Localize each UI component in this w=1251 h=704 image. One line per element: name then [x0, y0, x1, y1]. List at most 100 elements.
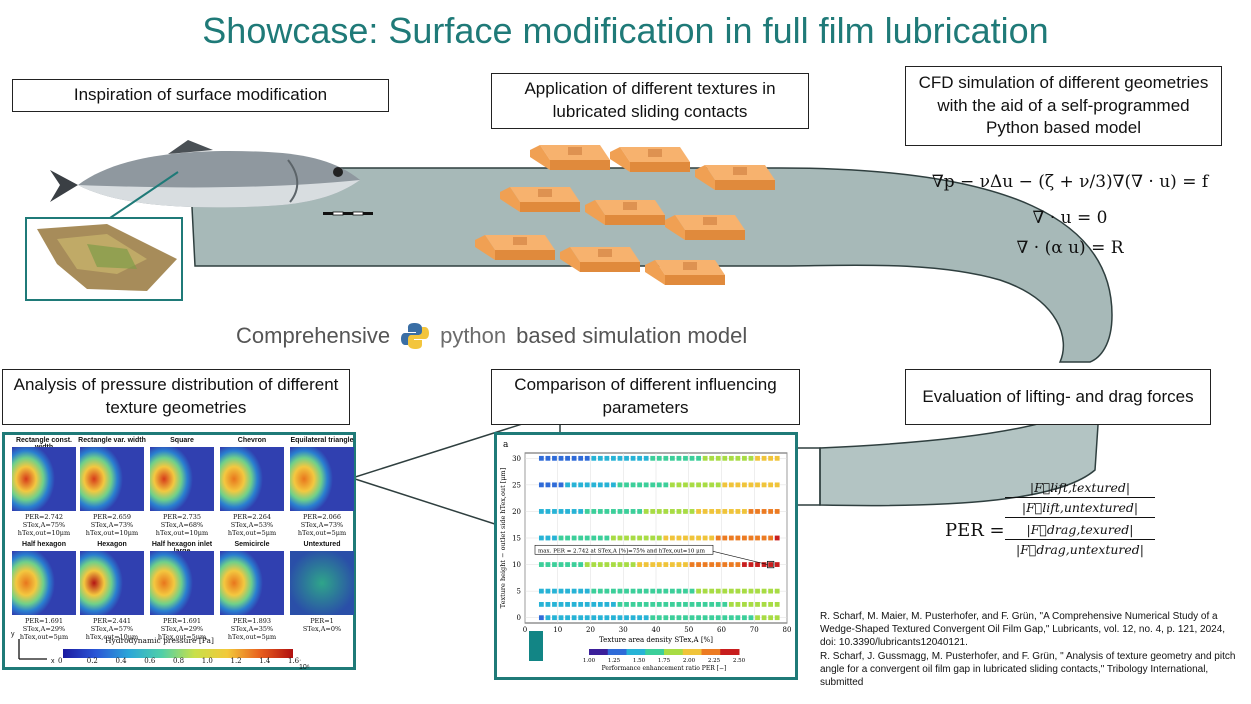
scatter-point — [755, 455, 760, 461]
scatter-point — [565, 602, 570, 607]
scatter-point — [637, 535, 643, 541]
scatter-point — [683, 588, 688, 594]
scatter-point — [715, 562, 721, 567]
scatter-point — [735, 562, 741, 567]
scatter-point — [538, 455, 544, 461]
texture-block — [500, 187, 580, 212]
heatmap-caption-line: PER=2.742 — [24, 513, 64, 521]
comparison-box: Comparison of different influencing para… — [491, 369, 800, 425]
per-colorbar-segment — [701, 649, 721, 655]
scatter-point — [669, 455, 675, 461]
scatter-point — [774, 482, 780, 488]
scatter-point — [728, 535, 734, 541]
scatter-point — [663, 509, 669, 514]
scatter-point — [617, 535, 623, 541]
scatter-point — [545, 455, 551, 461]
scatter-point — [768, 602, 774, 607]
pressure-colorbar-tick: 1.4 — [259, 657, 271, 665]
scatter-point — [611, 562, 616, 567]
scale-bar — [323, 211, 373, 216]
scatter-point — [761, 482, 767, 488]
scatter-point — [630, 509, 636, 514]
per-colorbar-tick: 1.00 — [583, 658, 596, 664]
scatter-point — [715, 455, 721, 461]
scatter-point — [768, 588, 774, 594]
annotation-text: max. PER = 2.742 at STex,A [%]=75% and h… — [538, 548, 706, 554]
scatter-point — [702, 562, 708, 567]
pressure-colorbar-tick: 0 — [58, 657, 63, 665]
scatter-point — [702, 455, 708, 461]
scatter-point — [702, 615, 708, 621]
scatter-point — [742, 482, 747, 488]
heatmap-image — [150, 447, 214, 511]
scatter-point — [578, 562, 584, 567]
scatter-point — [630, 602, 636, 607]
heatmap-image — [12, 447, 76, 511]
scatter-point — [663, 455, 669, 461]
scatter-point — [552, 602, 557, 607]
axis-triad-icon — [18, 639, 47, 660]
scatter-point — [552, 615, 557, 621]
scatter-point — [696, 602, 701, 607]
scatter-point — [689, 588, 695, 594]
scatter-point — [702, 535, 708, 541]
scatter-point — [630, 535, 636, 541]
heatmap-image — [12, 551, 76, 615]
pressure-colorbar-tick: 0.8 — [173, 657, 185, 665]
scatter-point — [597, 535, 603, 541]
scatter-point — [565, 588, 570, 594]
y-tick-label: 30 — [512, 455, 521, 463]
scatter-point — [755, 535, 760, 541]
fish-illustration — [50, 140, 360, 208]
scatter-point — [558, 615, 564, 621]
pressure-colorbar-tick: 1.0 — [201, 657, 213, 665]
scatter-point — [728, 602, 734, 607]
scatter-point — [761, 509, 767, 514]
scatter-point — [571, 509, 577, 514]
scatter-point — [715, 602, 721, 607]
scatter-point — [643, 535, 649, 541]
heatmap-title: Half hexagon — [22, 541, 66, 548]
scatter-point — [669, 602, 675, 607]
heatmap-caption-line: PER=1.893 — [232, 617, 272, 625]
scatter-point — [683, 615, 688, 621]
scatter-point — [656, 562, 662, 567]
scatter-point — [669, 562, 675, 567]
heatmap-caption-line: hTex,out=5μm — [227, 633, 277, 642]
scatter-point — [637, 615, 643, 621]
annotation-box — [534, 544, 714, 555]
scatter-point — [709, 602, 715, 607]
per-colorbar-segment — [645, 649, 665, 655]
scatter-point — [650, 535, 656, 541]
x-axis-label: Texture area density STex,A [%] — [599, 636, 713, 644]
x-tick-label: 20 — [586, 626, 595, 634]
scatter-point — [702, 602, 708, 607]
scatter-point — [637, 509, 643, 514]
scatter-point — [584, 588, 590, 594]
page-title: Showcase: Surface modification in full f… — [202, 10, 1049, 51]
pressure-colorbar — [63, 649, 293, 658]
y-tick-label: 10 — [512, 561, 521, 569]
per-colorbar-tick: 1.75 — [658, 658, 671, 664]
x-tick-label: 70 — [750, 626, 759, 634]
scatter-point — [624, 602, 629, 607]
scatter-point — [624, 588, 629, 594]
heatmap-image — [290, 551, 354, 615]
scatter-point — [650, 455, 656, 461]
heatmap-caption-line: hTex,out=5μm — [297, 529, 347, 538]
scatter-point — [591, 509, 597, 514]
skin-closeup-frame — [25, 217, 183, 301]
scatter-point — [656, 602, 662, 607]
scatter-point — [630, 562, 636, 567]
scatter-point — [742, 562, 747, 567]
scatter-point — [669, 482, 675, 488]
scatter-point — [591, 615, 597, 621]
scatter-point — [611, 615, 616, 621]
x-tick-label: 50 — [684, 626, 693, 634]
scatter-point — [538, 562, 544, 567]
scatter-point — [722, 562, 728, 567]
